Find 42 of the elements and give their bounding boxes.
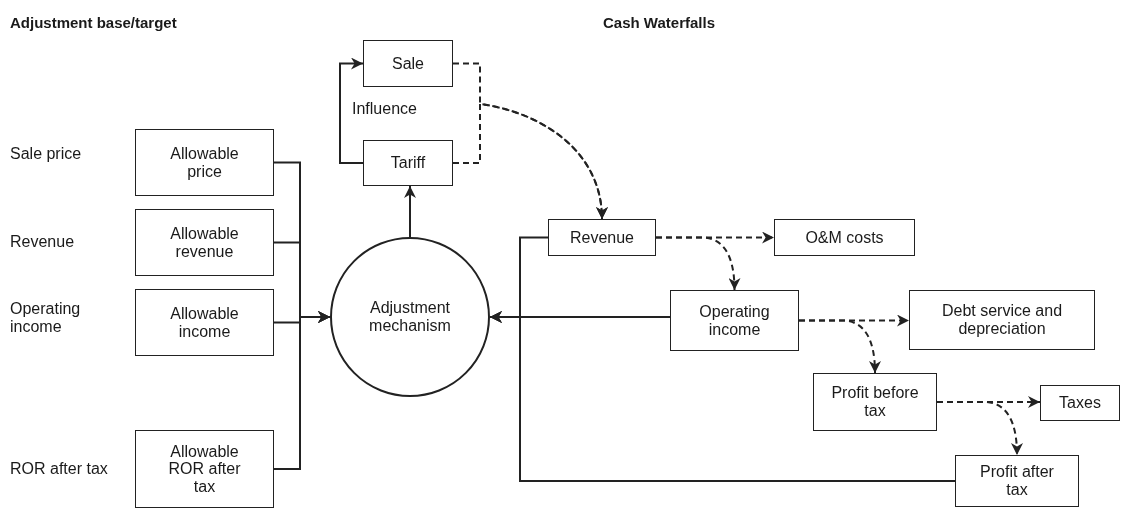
row-label: Sale price — [10, 145, 83, 163]
process-box — [1040, 385, 1120, 421]
section-heading: Cash Waterfalls — [603, 14, 715, 31]
process-box — [135, 289, 274, 356]
process-box — [363, 40, 453, 87]
node-label: Sale — [391, 54, 425, 73]
node-label: Taxes — [1058, 394, 1102, 412]
node-label: O&M costs — [804, 228, 885, 247]
node-label: Allowable ROR after tax — [167, 442, 242, 496]
node-label: Debt service and depreciation — [940, 302, 1064, 338]
dashed-arrow — [936, 401, 1023, 456]
arrow — [404, 185, 416, 238]
node-label: Allowable price — [169, 144, 240, 181]
node-label: Tariff — [389, 154, 427, 172]
dashed-arrow — [798, 319, 881, 374]
arrow — [489, 311, 956, 482]
process-box — [135, 129, 274, 196]
process-box — [670, 290, 799, 351]
process-box — [548, 219, 656, 256]
process-box — [955, 455, 1079, 507]
arrow — [273, 311, 331, 470]
process-box — [774, 219, 915, 256]
node-label: Revenue — [568, 228, 635, 247]
node-label: Operating income — [698, 302, 771, 339]
process-box — [135, 209, 274, 276]
dashed-arrow — [452, 103, 608, 220]
process-box — [363, 140, 453, 186]
circle-node — [330, 237, 490, 397]
node-label: Allowable revenue — [169, 224, 240, 261]
dashed-arrow — [655, 236, 741, 291]
row-label: Operating income — [10, 300, 82, 336]
section-heading: Adjustment base/target — [10, 14, 177, 31]
node-label: Profit after tax — [979, 463, 1055, 499]
process-box — [813, 373, 937, 431]
node-label: Adjustment mechanism — [368, 299, 452, 335]
node-label: Allowable income — [169, 304, 240, 341]
arrow — [339, 57, 364, 164]
process-box — [135, 430, 274, 508]
process-box — [909, 290, 1095, 350]
node-label: Profit before tax — [830, 384, 920, 420]
row-label: Revenue — [10, 233, 76, 251]
row-label: ROR after tax — [10, 460, 109, 478]
